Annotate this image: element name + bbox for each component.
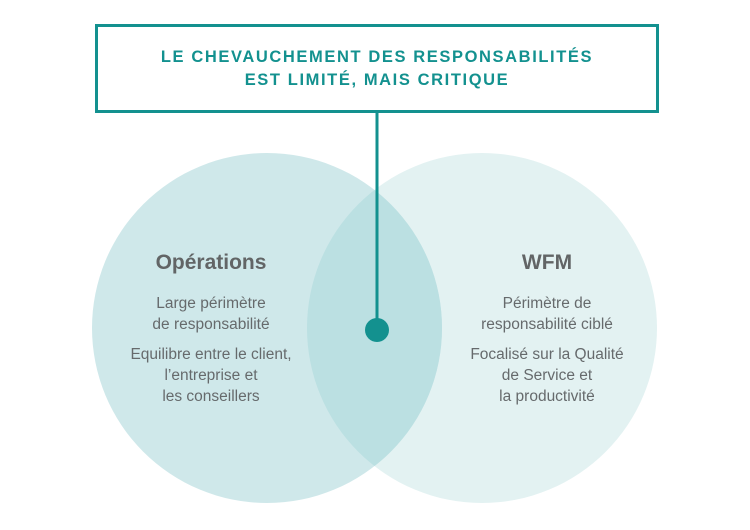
- overlap-marker-dot: [365, 318, 389, 342]
- operations-set: Opérations Large périmètre de responsabi…: [111, 251, 311, 416]
- text-line: Focalisé sur la Qualité: [470, 346, 624, 363]
- wfm-focus: Focalisé sur la Qualité de Service et la…: [447, 344, 647, 407]
- title-line-1: LE CHEVAUCHEMENT DES RESPONSABILITÉS: [160, 47, 594, 66]
- text-line: les conseillers: [162, 388, 260, 405]
- wfm-set: WFM Périmètre de responsabilité ciblé Fo…: [447, 251, 647, 416]
- text-line: Périmètre de: [502, 295, 592, 312]
- wfm-scope: Périmètre de responsabilité ciblé: [447, 293, 647, 335]
- text-line: Large périmètre: [156, 295, 266, 312]
- text-line: de responsabilité: [152, 316, 270, 333]
- text-line: de Service et: [501, 367, 593, 384]
- operations-scope: Large périmètre de responsabilité: [111, 293, 311, 335]
- text-line: la productivité: [499, 388, 595, 405]
- text-line: Equilibre entre le client,: [130, 346, 292, 363]
- title-callout-box: LE CHEVAUCHEMENT DES RESPONSABILITÉS EST…: [95, 24, 659, 113]
- overlap-region: [307, 153, 442, 503]
- operations-balance: Equilibre entre le client, l’entreprise …: [111, 344, 311, 407]
- wfm-title: WFM: [521, 251, 573, 274]
- text-line: responsabilité ciblé: [481, 316, 613, 333]
- operations-title: Opérations: [155, 251, 267, 274]
- title-line-2: EST LIMITÉ, MAIS CRITIQUE: [244, 70, 510, 89]
- text-line: l’entreprise et: [164, 367, 258, 384]
